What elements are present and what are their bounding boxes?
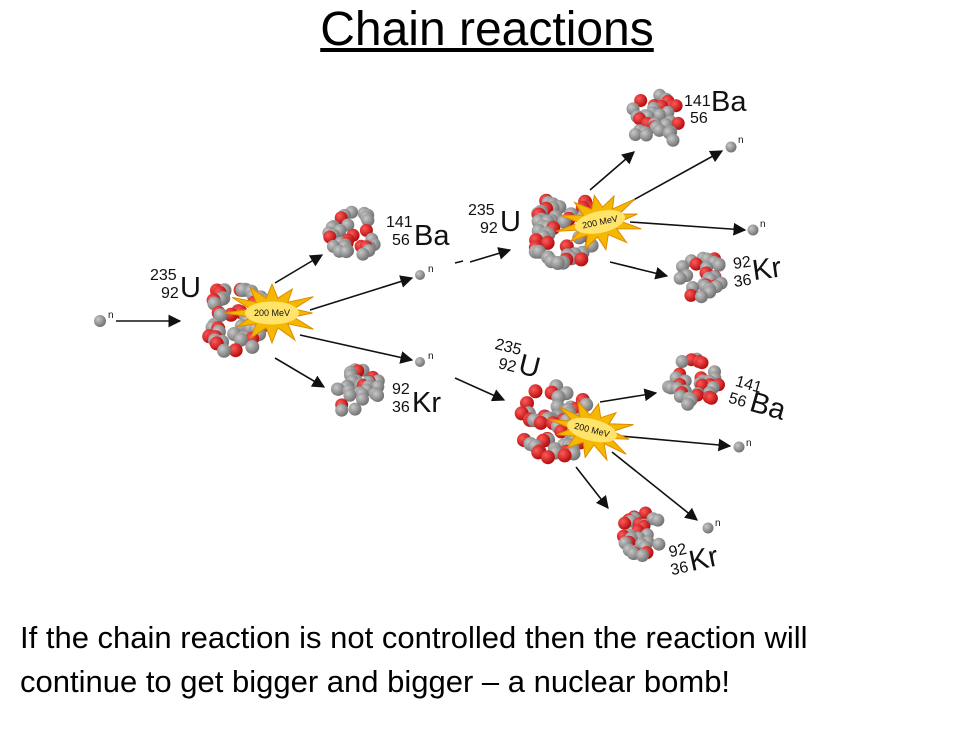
neutron-label: n: [746, 438, 752, 449]
neutron-2b: [747, 224, 759, 236]
ba-symbol: Ba: [414, 220, 450, 252]
kr-symbol: Kr: [686, 541, 721, 578]
isotope-labels: 235 92 U 141 56 Ba 92 36 Kr 235 92 U 141…: [150, 86, 790, 579]
neutron-label: n: [428, 351, 434, 362]
arrow-to-kr-1: [274, 357, 326, 388]
neutron-2a: [725, 141, 737, 153]
arrow-to-neutron-3a: [619, 435, 732, 452]
krypton-nucleus: [616, 506, 666, 562]
kr-symbol: Kr: [750, 251, 784, 287]
neutron-3a: [733, 441, 745, 453]
arrow-to-neutron-2b: [629, 221, 747, 236]
neutron-label: n: [738, 135, 744, 146]
barium-nucleus: [662, 352, 725, 411]
ba-atomic-number: 56: [392, 232, 410, 249]
kr-atomic-number: 36: [733, 272, 753, 291]
neutron-incoming: [94, 315, 106, 327]
u-mass-number: 235: [468, 202, 495, 219]
kr-mass-number: 92: [732, 254, 752, 273]
arrow-to-ba-1: [274, 254, 324, 284]
arrow-to-u-upper: [469, 247, 512, 263]
u-atomic-number: 92: [480, 220, 498, 237]
u-symbol: U: [180, 272, 201, 304]
nuclei: [202, 88, 728, 562]
barium-nucleus: [322, 205, 381, 261]
reaction-arrows: [116, 150, 747, 521]
kr-atomic-number: 36: [392, 399, 410, 416]
ba-atomic-number: 56: [690, 110, 708, 127]
ba-atomic-number: 56: [727, 390, 749, 411]
energy-burst: 200 MeV: [555, 194, 642, 252]
u-mass-number: 235: [150, 267, 177, 284]
caption-line-1: If the chain reaction is not controlled …: [20, 620, 808, 655]
neutron-label: n: [108, 310, 114, 321]
neutron-label: n: [760, 219, 766, 230]
neutron-1b: [415, 357, 425, 367]
ba-symbol: Ba: [746, 386, 790, 427]
arrow-to-u-lower: [454, 377, 506, 402]
arrow-to-neutron-1b: [299, 334, 414, 364]
barium-nucleus: [626, 88, 685, 147]
neutron-3b: [702, 522, 714, 534]
kr-symbol: Kr: [412, 387, 441, 419]
kr-mass-number: 92: [667, 541, 688, 561]
krypton-nucleus: [673, 251, 728, 304]
arrow-to-neutron-1a: [309, 275, 414, 311]
krypton-nucleus: [330, 363, 385, 417]
caption: If the chain reaction is not controlled …: [20, 616, 970, 704]
u-atomic-number: 92: [161, 285, 179, 302]
caption-line-2: continue to get bigger and bigger – a nu…: [20, 664, 731, 699]
neutron-1a: [415, 270, 425, 280]
u-atomic-number: 92: [497, 355, 518, 376]
kr-mass-number: 92: [392, 381, 410, 398]
arrow-to-ba-2: [589, 151, 635, 191]
arrow-to-neutron-3b: [611, 451, 698, 521]
ba-symbol: Ba: [711, 86, 747, 118]
neutron-label: n: [715, 518, 721, 529]
energy-burst: 200 MeV: [548, 399, 634, 462]
neutron-labels: n n n n n n n: [108, 135, 766, 529]
u-mass-number: 235: [493, 336, 523, 359]
ba-mass-number: 141: [386, 214, 413, 231]
energy-burst: 200 MeV: [224, 282, 314, 345]
energy-label: 200 MeV: [254, 308, 290, 318]
chain-reaction-diagram: n n n n n n n 200 MeV 200 MeV 200 MeV 235 …: [94, 86, 790, 579]
free-neutrons: [94, 141, 759, 534]
page-title: Chain reactions: [320, 3, 654, 56]
neutron-label: n: [428, 264, 434, 275]
kr-atomic-number: 36: [669, 559, 690, 579]
ba-mass-number: 141: [733, 373, 763, 397]
u-symbol: U: [500, 206, 521, 238]
arrow-to-ba-3: [599, 388, 658, 403]
arrow-to-neutron-2a: [627, 150, 724, 204]
ba-mass-number: 141: [684, 93, 711, 110]
energy-bursts: 200 MeV 200 MeV 200 MeV: [224, 194, 642, 462]
arrow-to-kr-2: [609, 261, 669, 280]
arrow-to-kr-3: [575, 466, 609, 510]
